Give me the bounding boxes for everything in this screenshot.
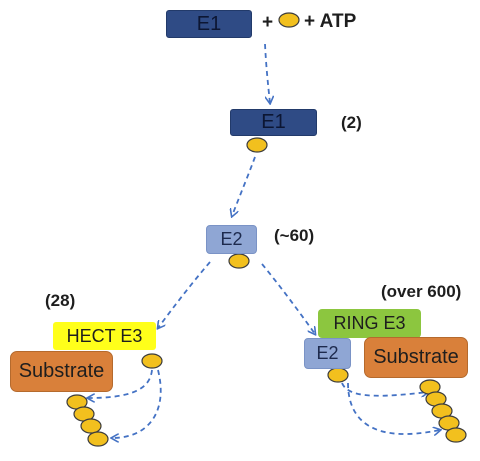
ring-substrate-box: Substrate (364, 337, 468, 378)
plus-atp-label: + ATP (304, 11, 357, 32)
arrow-e2-to-ring (261, 263, 315, 334)
arrow-e1-to-e1-bound (264, 43, 270, 103)
arrow-ring-transfer-2 (347, 382, 440, 434)
e2-count-label: (~60) (274, 226, 315, 245)
ubiquitin-chain-icon (445, 427, 467, 443)
arrow-e2-to-hect (158, 261, 211, 328)
arrow-e1-to-e2 (232, 156, 256, 216)
ring-e2-box: E2 (304, 338, 351, 369)
plus-sign: + (262, 12, 274, 33)
ubiquitin-chain-icon (87, 431, 109, 447)
ubiquitin-icon (278, 12, 300, 28)
ubiquitin-icon (228, 253, 250, 269)
arrow-hect-transfer-2 (112, 369, 162, 438)
e1-box: E1 (166, 10, 252, 38)
arrow-ring-transfer-1 (341, 382, 428, 396)
ring-e3-box: RING E3 (318, 309, 421, 338)
ubiquitin-icon (141, 353, 163, 369)
hect-e3-box: HECT E3 (53, 322, 156, 350)
e2-box: E2 (206, 225, 257, 254)
ring-count-label: (over 600) (381, 282, 462, 301)
hect-substrate-box: Substrate (10, 351, 113, 392)
e1-bound-box: E1 (230, 109, 317, 136)
ubiquitin-icon (246, 137, 268, 153)
e1-count-label: (2) (341, 113, 362, 132)
hect-count-label: (28) (45, 291, 76, 310)
ubiquitin-icon (327, 367, 349, 383)
arrow-hect-transfer-1 (88, 369, 153, 398)
ubiquitin-chain-icon (80, 418, 102, 434)
